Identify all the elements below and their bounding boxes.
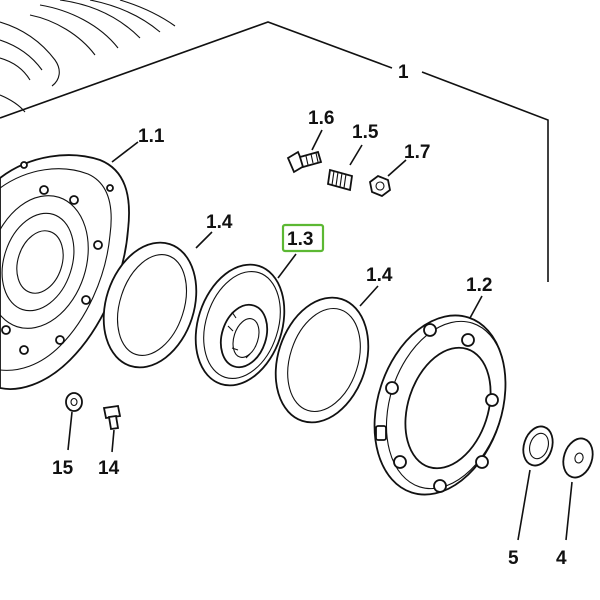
nut [369,174,391,198]
label-washer-4: 4 [556,548,567,569]
washer-4 [562,437,594,479]
leader-1-2 [469,295,483,319]
highlight-box-1-3 [281,223,325,253]
leader-1-3 [277,253,297,279]
leader-14 [111,429,115,453]
leader-1-5 [349,144,363,166]
clutch-cover [373,314,507,496]
housing-fragment [0,0,176,113]
flywheel-plate [0,154,130,390]
label-clutch-hub: 1.3 [287,229,313,250]
assembly-bracket-right [421,71,549,282]
leader-5 [517,469,531,541]
leader-1-1 [111,141,139,163]
label-spacer-left: 1.4 [206,212,233,233]
label-assembly: 1 [398,62,409,83]
label-washer-15: 15 [52,458,74,479]
bolt [286,150,323,174]
label-washer-5: 5 [508,548,519,569]
leader-4 [565,481,573,541]
leader-1-6 [311,129,323,151]
leader-15 [67,411,73,451]
label-bolt: 1.6 [308,108,334,129]
clutch-hub [194,263,286,387]
label-nut: 1.7 [404,142,430,163]
screw-14 [102,404,122,431]
leader-1-4-left [195,231,213,249]
spacer-ring-right [274,296,370,424]
label-flywheel-plate: 1.1 [138,126,165,147]
washer-5 [522,425,554,467]
label-screw-14: 14 [98,458,120,479]
assembly-bracket-left [0,21,393,119]
leader-1-4-right [359,285,379,307]
label-spring: 1.5 [352,122,379,143]
label-cover: 1.2 [466,275,492,296]
spring [326,168,354,192]
leader-1-7 [387,159,407,177]
spacer-ring-left [102,241,198,369]
label-spacer-right: 1.4 [366,265,393,286]
washer-15 [65,392,83,412]
